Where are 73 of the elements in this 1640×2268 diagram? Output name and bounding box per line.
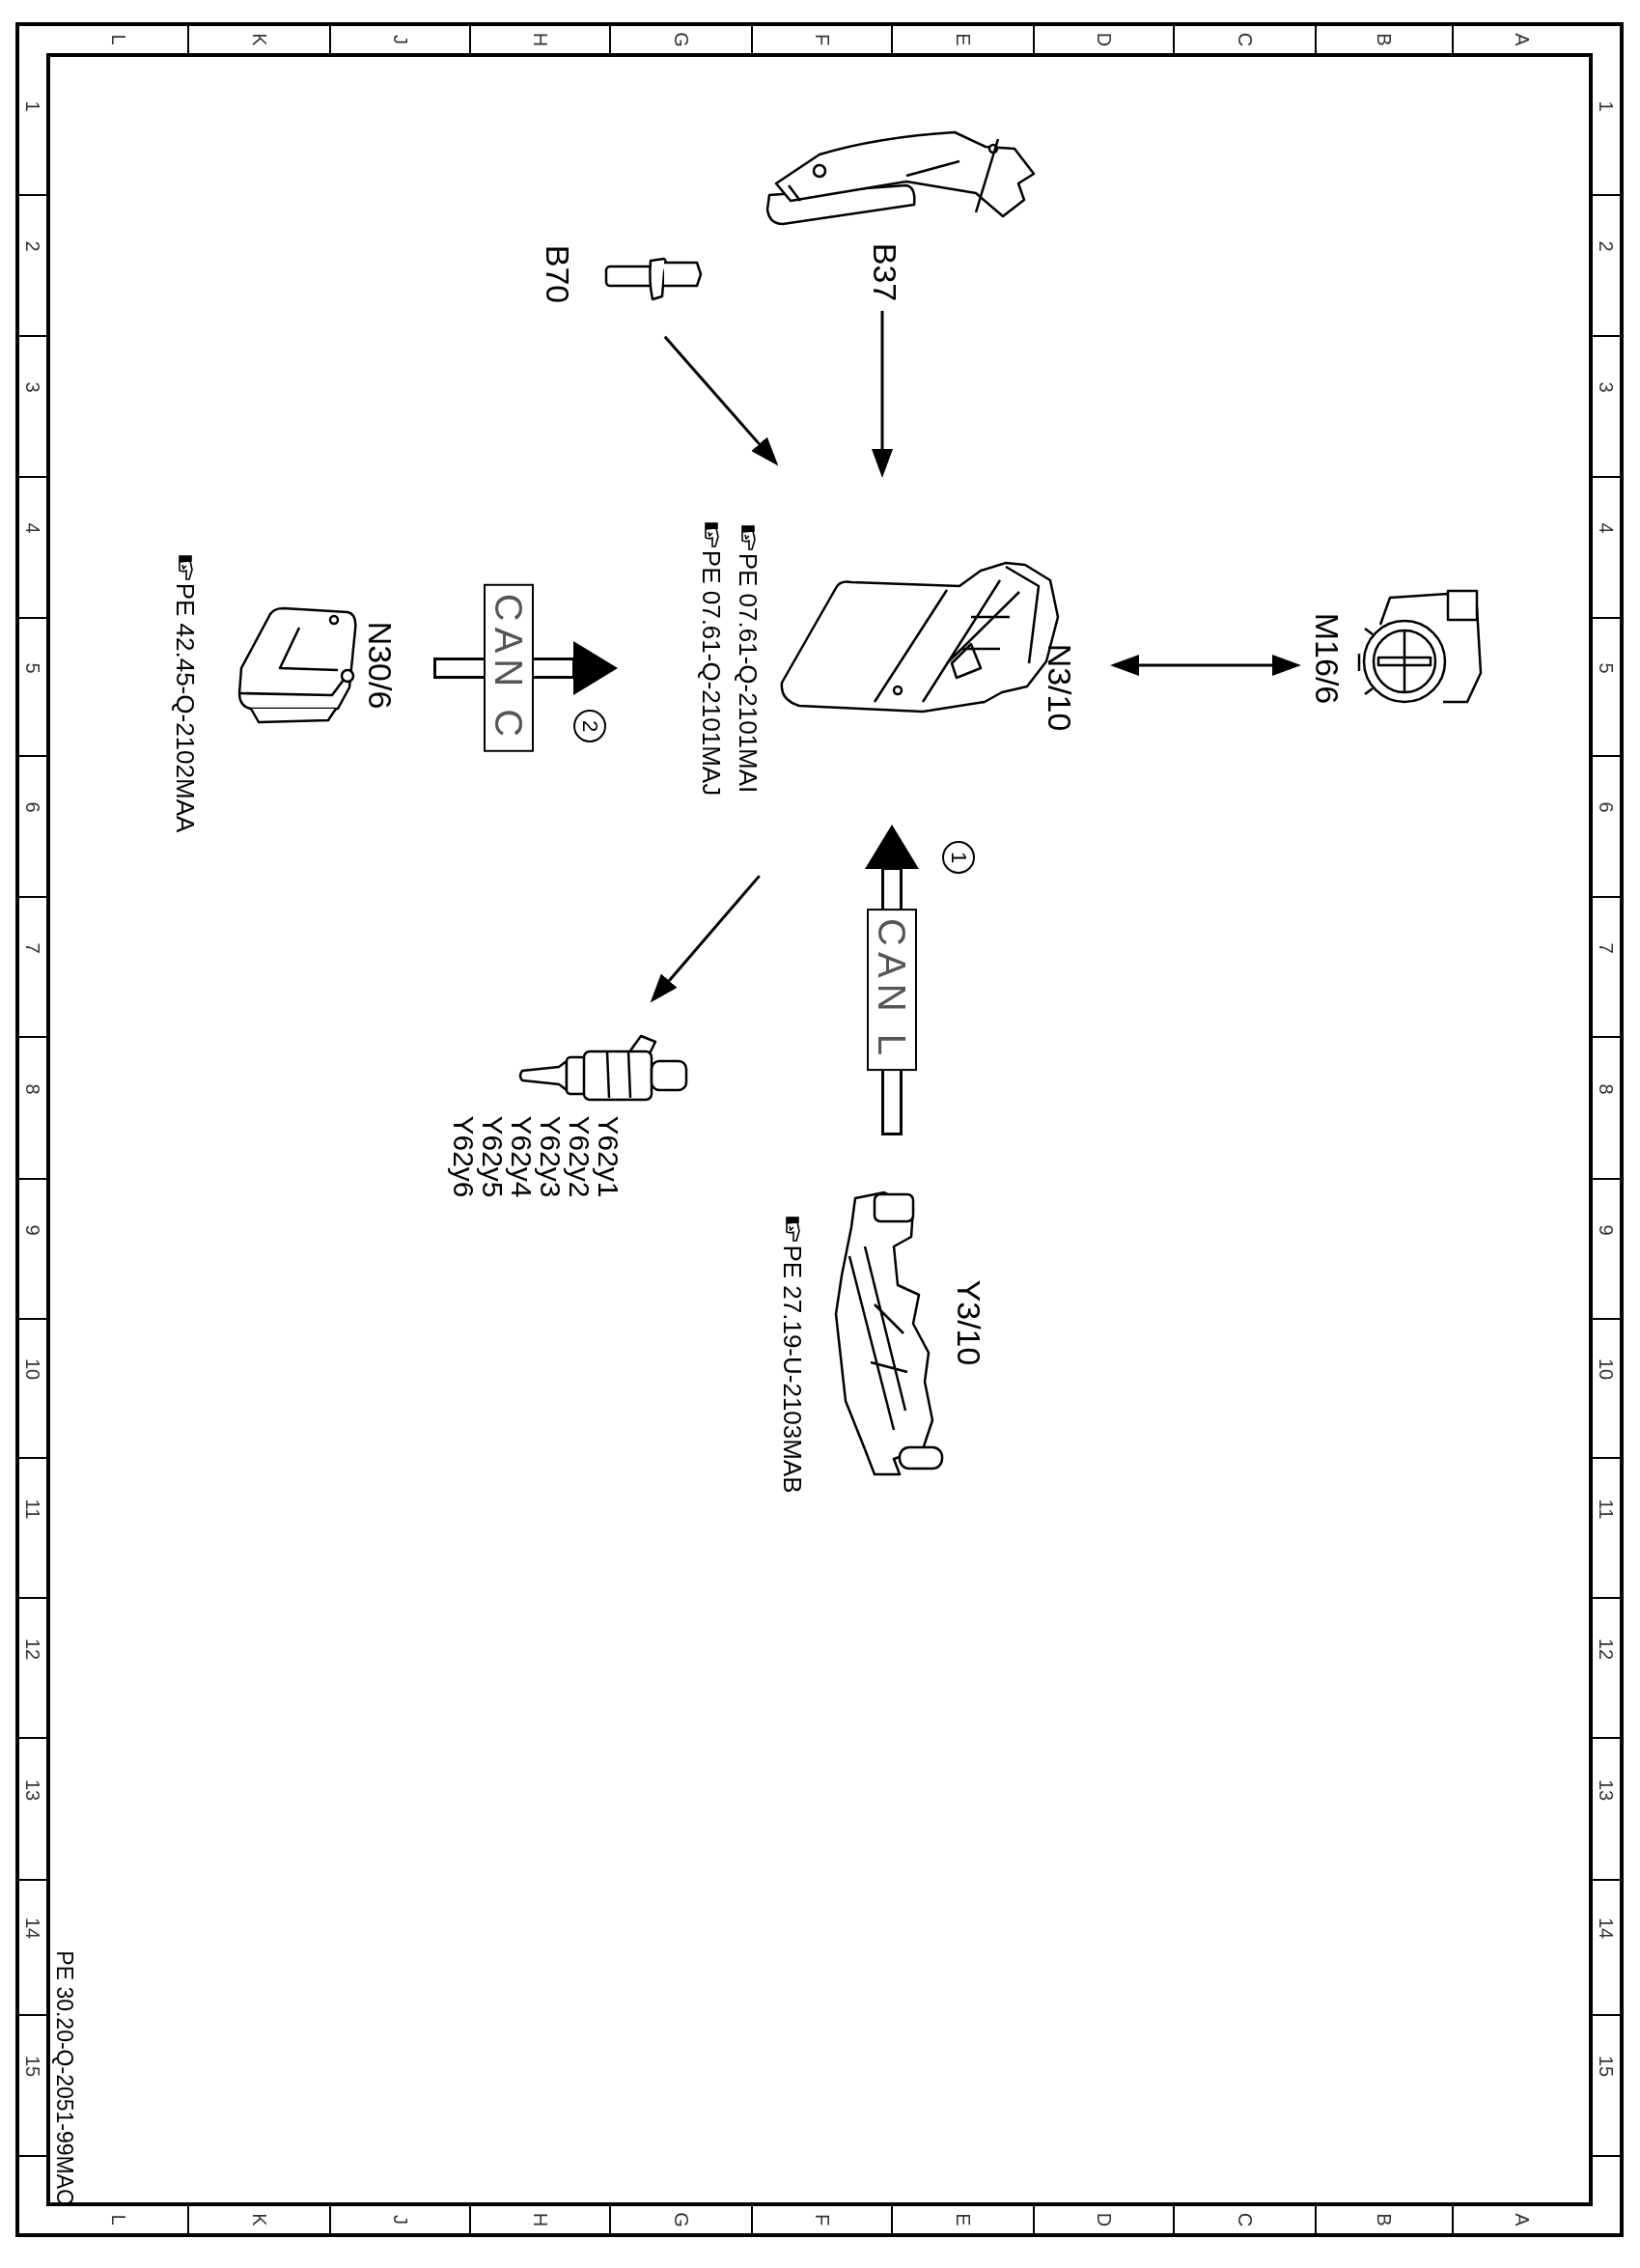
grid-letter: F xyxy=(812,33,832,46)
grid-number: 12 xyxy=(23,1638,42,1660)
part-code: Y62y2 xyxy=(565,1115,594,1198)
grid-letter: D xyxy=(1094,32,1114,47)
grid-letter: B xyxy=(1375,33,1394,46)
part-code: M16/6 xyxy=(1311,612,1344,705)
grid-letter: H xyxy=(530,32,550,47)
part-code: Y62y4 xyxy=(507,1115,536,1198)
grid-number: 7 xyxy=(23,941,42,954)
grid-letter: J xyxy=(390,2215,410,2225)
bus-label: CAN L xyxy=(867,908,917,1071)
grid-number: 1 xyxy=(1597,99,1616,112)
grid-letter: E xyxy=(953,2213,973,2226)
grid-number: 15 xyxy=(1597,2055,1616,2078)
grid-number: 5 xyxy=(23,661,42,674)
grid-letter: C xyxy=(1235,2212,1255,2227)
grid-number: 2 xyxy=(23,240,42,252)
grid-number: 15 xyxy=(23,2055,42,2078)
grid-number: 1 xyxy=(23,99,42,112)
grid-number: 4 xyxy=(1597,522,1616,534)
reference-text: PE 07.61-Q-2101MAI xyxy=(736,552,761,794)
grid-letter: E xyxy=(953,33,973,46)
bus-label: CAN C xyxy=(484,583,535,753)
grid-number: 10 xyxy=(23,1358,42,1381)
grid-number: 7 xyxy=(1597,941,1616,954)
grid-number: 3 xyxy=(1597,381,1616,393)
grid-number: 8 xyxy=(1597,1082,1616,1095)
reference-text: PE 07.61-Q-2101MAJ xyxy=(699,549,724,797)
grid-number: 3 xyxy=(23,381,42,393)
grid-number: 14 xyxy=(23,1917,42,1940)
grid-number: 8 xyxy=(23,1082,42,1095)
grid-number: 6 xyxy=(23,801,42,813)
grid-letter: L xyxy=(108,34,128,45)
grid-number: 13 xyxy=(23,1778,42,1801)
reference-text: PE 27.19-U-2103MAB xyxy=(780,1245,805,1494)
grid-number: 9 xyxy=(23,1223,42,1236)
grid-letter: D xyxy=(1094,2212,1114,2227)
grid-letter: A xyxy=(1512,2213,1532,2226)
grid-letter: B xyxy=(1375,2213,1394,2226)
grid-number: 10 xyxy=(1597,1358,1616,1381)
grid-letter: G xyxy=(671,32,691,47)
grid-letter: A xyxy=(1512,33,1532,46)
grid-letter: H xyxy=(530,2212,550,2227)
grid-letter: J xyxy=(390,35,410,44)
grid-number: 13 xyxy=(1597,1778,1616,1801)
part-code: Y62y3 xyxy=(536,1115,565,1198)
document-reference: PE 30.20-Q-2051-99MAC xyxy=(52,1950,75,2205)
grid-number: 14 xyxy=(1597,1917,1616,1940)
part-code: B70 xyxy=(542,244,574,304)
grid-number: 11 xyxy=(1597,1498,1616,1519)
callout-number: 2 xyxy=(573,710,606,742)
part-code: Y62y6 xyxy=(449,1115,478,1198)
grid-number: 5 xyxy=(1597,661,1616,674)
part-code: N3/10 xyxy=(1043,643,1076,732)
grid-letter: K xyxy=(249,33,269,46)
part-code: Y62y1 xyxy=(594,1115,623,1198)
grid-letter: G xyxy=(671,2212,691,2227)
grid-letter: K xyxy=(249,2213,269,2226)
part-code: B37 xyxy=(869,242,902,302)
grid-number: 6 xyxy=(1597,801,1616,813)
grid-number: 2 xyxy=(1597,240,1616,252)
grid-number: 11 xyxy=(23,1498,42,1519)
grid-letter: C xyxy=(1235,32,1255,47)
part-code: N30/6 xyxy=(364,621,397,710)
grid-letter: F xyxy=(812,2213,832,2226)
part-code: Y62y5 xyxy=(478,1115,507,1198)
callout-number: 1 xyxy=(942,841,975,874)
grid-number: 12 xyxy=(1597,1638,1616,1660)
grid-number: 9 xyxy=(1597,1223,1616,1236)
part-code: Y3/10 xyxy=(953,1279,986,1366)
grid-letter: L xyxy=(108,2214,128,2226)
reference-text: PE 42.45-Q-2102MAA xyxy=(173,582,198,833)
grid-number: 4 xyxy=(23,522,42,534)
